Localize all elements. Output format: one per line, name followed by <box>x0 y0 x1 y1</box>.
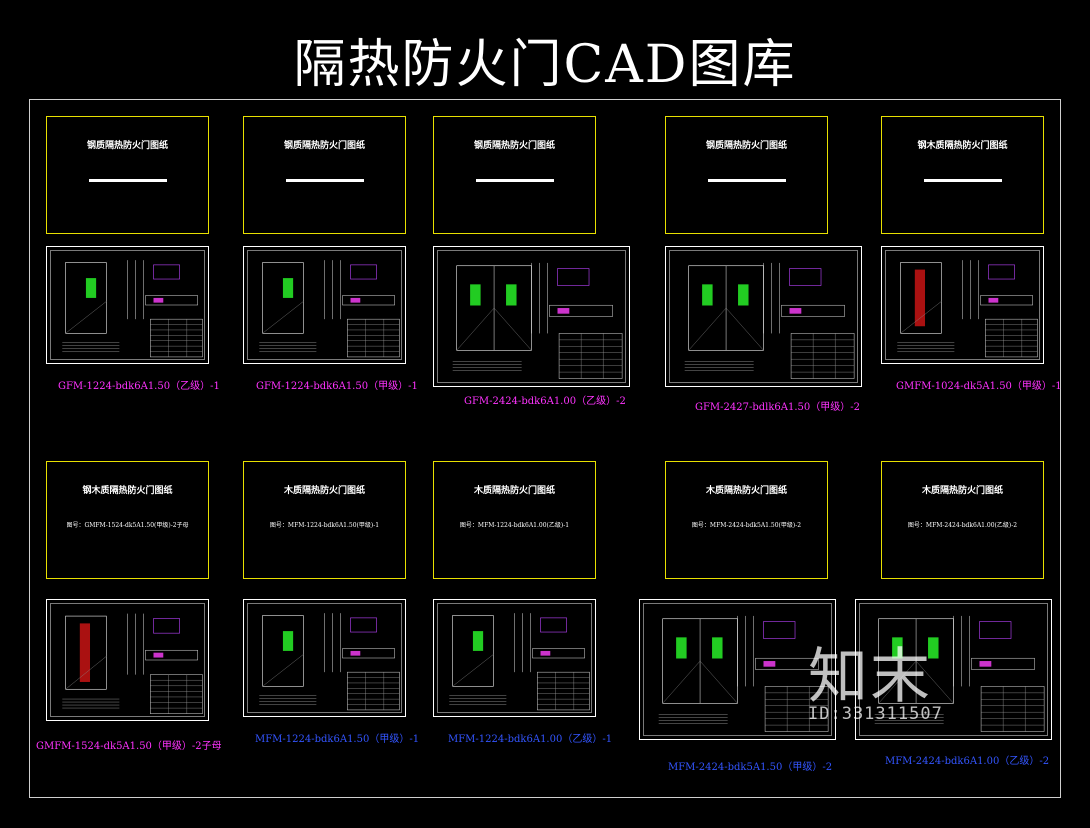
drawing-caption: GMFM-1024-dk5A1.50（甲级）-1 <box>896 381 1062 392</box>
drawing-caption: GFM-2427-bdlk6A1.50（甲级）-2 <box>695 402 861 413</box>
cad-drawing-sheet[interactable] <box>243 246 406 364</box>
cad-drawing-sheet[interactable] <box>243 599 406 717</box>
drawing-caption: GFM-1224-bdk6A1.50（乙级）-1 <box>58 381 220 392</box>
cover-subtitle: 图号：GMFM-1524-dk5A1.50(甲级)-2子母 <box>66 522 189 529</box>
cover-title: 木质隔热防火门图纸 <box>283 486 365 496</box>
cover-sheet[interactable]: 木质隔热防火门图纸 图号：MFM-2424-bdk5A1.50(甲级)-2 <box>665 461 828 579</box>
page-title: 隔热防火门CAD图库 <box>293 35 797 95</box>
cad-drawing-sheet[interactable] <box>433 599 596 717</box>
cover-title: 木质隔热防火门图纸 <box>921 486 1003 496</box>
cad-drawing-sheet[interactable] <box>881 246 1044 364</box>
cover-title: 钢质隔热防火门图纸 <box>705 141 787 151</box>
cover-sheet[interactable]: 钢质隔热防火门图纸 <box>46 116 209 234</box>
cover-title: 钢木质隔热防火门图纸 <box>917 141 1008 151</box>
drawing-caption: MFM-1224-bdk6A1.50（甲级）-1 <box>255 734 420 745</box>
drawing-caption: MFM-2424-bdk6A1.00（乙级）-2 <box>885 756 1050 767</box>
cad-drawing-sheet[interactable] <box>639 599 836 740</box>
cover-title: 钢质隔热防火门图纸 <box>283 141 365 151</box>
cover-subtitle: 图号：MFM-1224-bdk6A1.50(甲级)-1 <box>269 522 380 529</box>
cover-sheet[interactable]: 钢木质隔热防火门图纸 <box>881 116 1044 234</box>
watermark-logo: 知末 <box>808 642 932 712</box>
drawing-caption: GMFM-1524-dk5A1.50（甲级）-2子母 <box>36 741 222 752</box>
cover-sheet[interactable]: 木质隔热防火门图纸 图号：MFM-1224-bdk6A1.50(甲级)-1 <box>243 461 406 579</box>
watermark-id: ID:331311507 <box>808 704 943 724</box>
cad-drawing-sheet[interactable] <box>433 246 630 387</box>
cover-rule <box>88 179 167 182</box>
cover-subtitle: 图号：MFM-2424-bdk6A1.00(乙级)-2 <box>907 522 1018 529</box>
cover-sheet[interactable]: 木质隔热防火门图纸 图号：MFM-2424-bdk6A1.00(乙级)-2 <box>881 461 1044 579</box>
cover-title: 钢质隔热防火门图纸 <box>86 141 168 151</box>
cover-subtitle: 图号：MFM-2424-bdk5A1.50(甲级)-2 <box>691 522 802 529</box>
cad-drawing-sheet[interactable] <box>46 599 209 721</box>
cover-sheet[interactable]: 钢质隔热防火门图纸 <box>433 116 596 234</box>
cover-title: 钢质隔热防火门图纸 <box>473 141 555 151</box>
drawing-caption: GFM-1224-bdk6A1.50（甲级）-1 <box>256 381 418 392</box>
cad-drawing-sheet[interactable] <box>46 246 209 364</box>
cover-sheet[interactable]: 钢木质隔热防火门图纸 图号：GMFM-1524-dk5A1.50(甲级)-2子母 <box>46 461 209 579</box>
cover-title: 木质隔热防火门图纸 <box>705 486 787 496</box>
cover-rule <box>707 179 786 182</box>
drawing-caption: GFM-2424-bdk6A1.00（乙级）-2 <box>464 396 626 407</box>
cover-title: 钢木质隔热防火门图纸 <box>82 486 173 496</box>
cover-rule <box>475 179 554 182</box>
cover-rule <box>285 179 364 182</box>
drawing-caption: MFM-2424-bdk5A1.50（甲级）-2 <box>668 762 833 773</box>
cad-drawing-sheet[interactable] <box>665 246 862 387</box>
cover-title: 木质隔热防火门图纸 <box>473 486 555 496</box>
drawing-caption: MFM-1224-bdk6A1.00（乙级）-1 <box>448 734 613 745</box>
cover-sheet[interactable]: 钢质隔热防火门图纸 <box>243 116 406 234</box>
cover-rule <box>923 179 1002 182</box>
drawing-frame <box>29 99 1061 798</box>
cad-drawing-sheet[interactable] <box>855 599 1052 740</box>
cover-sheet[interactable]: 钢质隔热防火门图纸 <box>665 116 828 234</box>
cover-sheet[interactable]: 木质隔热防火门图纸 图号：MFM-1224-bdk6A1.00(乙级)-1 <box>433 461 596 579</box>
cover-subtitle: 图号：MFM-1224-bdk6A1.00(乙级)-1 <box>459 522 570 529</box>
